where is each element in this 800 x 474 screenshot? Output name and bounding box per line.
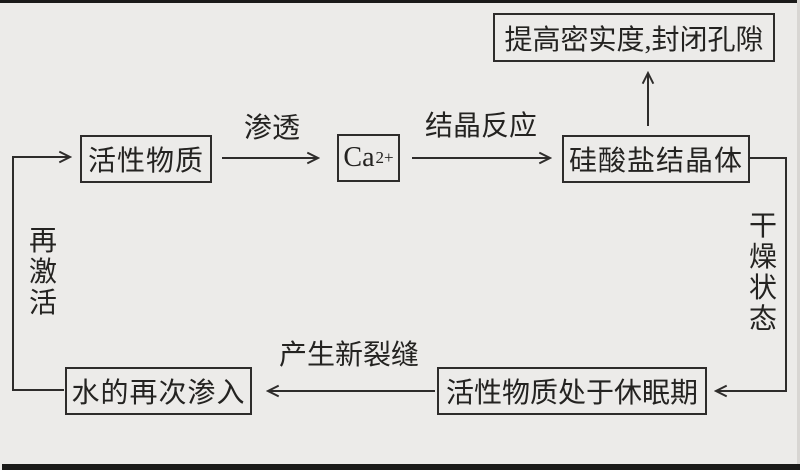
node-densify-seal-pores: 提高密实度,封闭孔隙 — [493, 13, 775, 62]
node-silicate-crystal: 硅酸盐结晶体 — [562, 135, 750, 183]
edge-label-new-cracks: 产生新裂缝 — [278, 340, 419, 371]
node-water-reentry: 水的再次渗入 — [65, 367, 252, 415]
edge-label-crystallization-reaction: 结晶反应 — [424, 111, 537, 142]
bottom-white-strip — [0, 470, 800, 474]
edge-label-dry-state: 干燥状态 — [748, 211, 777, 335]
node-active-substance: 活性物质 — [80, 135, 212, 183]
arrow-dry-state-path — [716, 157, 787, 391]
top-edge-bar — [0, 0, 800, 3]
right-edge-shade — [797, 0, 800, 474]
node-dormant-active-substance: 活性物质处于休眠期 — [437, 367, 707, 415]
bottom-edge-bar — [2, 464, 800, 470]
edge-label-permeate: 渗透 — [243, 113, 300, 144]
edge-label-reactivation: 再激活 — [28, 226, 57, 319]
calcium-symbol: Ca — [343, 142, 375, 173]
arrow-reactivation-path — [12, 157, 70, 391]
